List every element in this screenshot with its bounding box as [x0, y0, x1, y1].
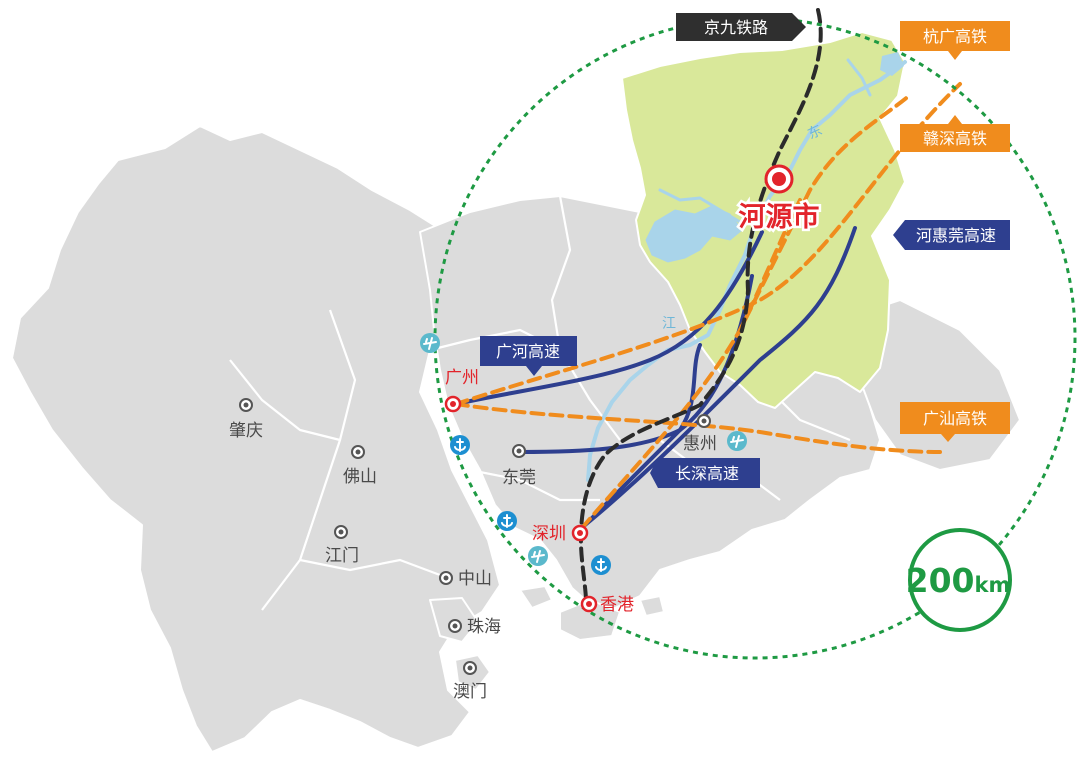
- svg-text:200km: 200km: [906, 561, 1011, 600]
- tag-guangshan: 广汕高铁: [900, 402, 1010, 442]
- river-labels: 东 江: [662, 122, 825, 332]
- tag-label-ganshen: 赣深高铁: [923, 129, 987, 148]
- dongjiang-river: [586, 60, 907, 482]
- river-label-jiang: 江: [662, 316, 676, 332]
- city-shenzhen: 深圳: [532, 524, 589, 544]
- heyuan-region: [621, 31, 906, 409]
- city-zhuhai: 珠海: [448, 617, 501, 637]
- tag-label-changshen: 长深高速: [675, 464, 739, 483]
- airport-icon: [727, 431, 747, 451]
- city-label-jiangmen: 江门: [325, 546, 359, 566]
- city-label-huizhou: 惠州: [683, 434, 717, 454]
- port-icon: [497, 511, 517, 531]
- city-macau: 澳门: [453, 661, 487, 702]
- city-heyuan: 河源市: [736, 164, 822, 236]
- region-boundaries: [229, 195, 851, 611]
- tag-label-jingjiu: 京九铁路: [704, 18, 768, 37]
- high-speed-rail: [454, 82, 962, 530]
- tag-hangguang: 杭广高铁: [900, 21, 1010, 60]
- city-huizhou: 惠州: [683, 414, 717, 454]
- tag-label-guangshan: 广汕高铁: [923, 409, 987, 428]
- radius-value: 200: [906, 561, 975, 600]
- city-label-foshan: 佛山: [343, 467, 377, 487]
- radius-unit: km: [975, 573, 1011, 597]
- city-foshan: 佛山: [343, 445, 377, 487]
- city-label-hongkong: 香港: [600, 595, 634, 615]
- guangshan-hsr: [454, 402, 942, 454]
- city-zhongshan: 中山: [439, 569, 492, 589]
- city-label-zhongshan: 中山: [458, 569, 492, 589]
- airport-icon: [420, 333, 440, 353]
- city-label-zhaoqing: 肇庆: [229, 421, 263, 441]
- tag-label-hangguang: 杭广高铁: [923, 27, 987, 46]
- hangguang-hsr: [738, 198, 802, 332]
- tag-label-hehuiguan: 河惠莞高速: [916, 226, 996, 245]
- river-label-dong: 东: [805, 122, 824, 142]
- tag-jingjiu: 京九铁路: [676, 13, 806, 41]
- city-guangzhou: 广州: [444, 368, 479, 413]
- city-label-zhuhai: 珠海: [467, 617, 501, 637]
- city-label-macau: 澳门: [453, 682, 487, 702]
- city-jiangmen: 江门: [325, 525, 359, 566]
- city-label-guangzhou: 广州: [445, 368, 479, 388]
- city-zhaoqing: 肇庆: [229, 398, 263, 441]
- main-city-label: 河源市: [739, 201, 820, 233]
- island-small-1: [519, 585, 553, 609]
- tag-changshen: 长深高速: [650, 458, 760, 488]
- city-label-shenzhen: 深圳: [532, 524, 566, 544]
- changshen-expressway-b: [583, 343, 702, 527]
- island-small-2: [639, 595, 665, 617]
- land-west: [11, 125, 501, 753]
- xinfengjiang-reservoir: [645, 205, 743, 263]
- city-label-dongguan: 东莞: [502, 468, 536, 488]
- radius-badge: 200km: [906, 528, 1012, 632]
- airport-icon: [528, 546, 548, 566]
- city-hongkong: 香港: [580, 595, 634, 615]
- guanghe-expressway: [454, 230, 764, 406]
- tag-ganshen: 赣深高铁: [900, 115, 1010, 152]
- lake-north: [880, 52, 904, 76]
- city-dongguan: 东莞: [502, 444, 536, 488]
- tributary-2: [846, 58, 872, 97]
- port-icon: [591, 555, 611, 575]
- guangzhou-heyuan-hsr: [454, 82, 962, 406]
- hehuiguan-expressway: [583, 226, 857, 527]
- tag-guanghe: 广河高速: [480, 336, 577, 376]
- tag-hehuiguan: 河惠莞高速: [893, 220, 1010, 250]
- tag-label-guanghe: 广河高速: [496, 342, 560, 361]
- port-icon: [450, 435, 470, 455]
